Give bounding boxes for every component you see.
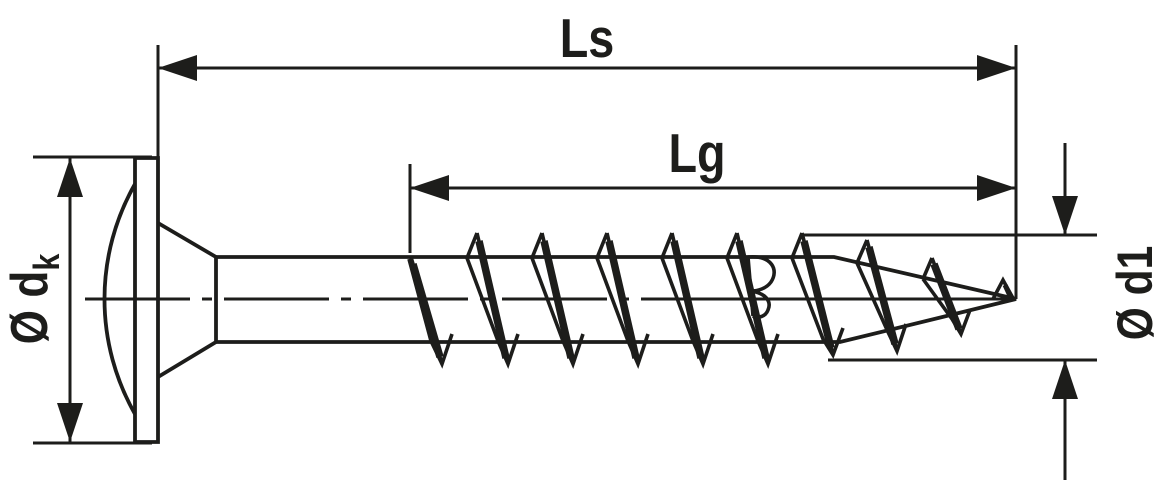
dimension-lg: Lg bbox=[408, 122, 1016, 253]
ls-arrow-right bbox=[977, 55, 1016, 81]
head-cone bbox=[157, 221, 218, 379]
dk-arrow-bottom bbox=[57, 403, 83, 442]
d1-label: Ø d1 bbox=[1107, 246, 1163, 340]
thread-wave-feature bbox=[746, 255, 776, 319]
d1-arrow-down bbox=[1052, 196, 1078, 235]
head-dome-arc bbox=[102, 183, 137, 415]
dimension-d1: Ø d1 bbox=[803, 143, 1163, 480]
dk-arrow-top bbox=[57, 158, 83, 197]
d1-arrow-up bbox=[1052, 360, 1078, 399]
dimension-ls: Ls bbox=[156, 7, 1018, 299]
screw-thread bbox=[407, 232, 1016, 370]
ls-label: Ls bbox=[560, 7, 615, 68]
dimension-dk: Ø dk bbox=[1, 155, 152, 445]
ls-arrow-left bbox=[158, 55, 197, 81]
lg-arrow-right bbox=[977, 175, 1016, 201]
lg-label: Lg bbox=[668, 122, 725, 183]
lg-arrow-left bbox=[410, 175, 449, 201]
dk-label: Ø dk bbox=[1, 253, 68, 344]
